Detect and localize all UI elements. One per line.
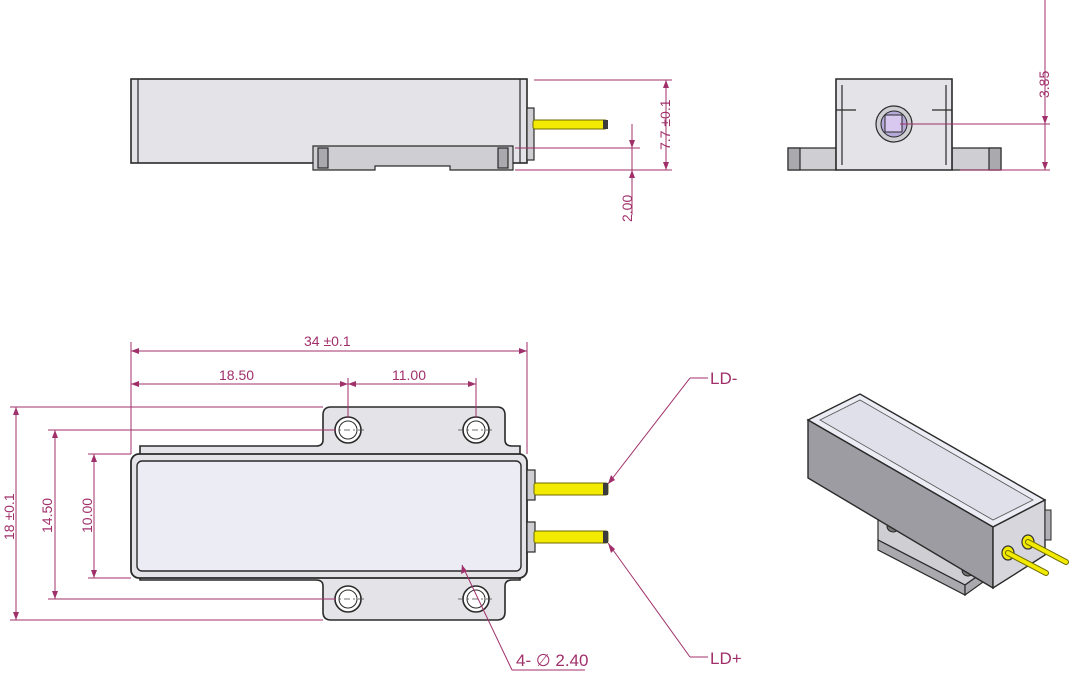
end-view: 3.85 <box>787 0 1052 171</box>
isometric-view <box>806 393 1069 597</box>
side-view-pin <box>532 119 608 130</box>
dim-hole-row-spacing: 14.50 <box>39 498 55 533</box>
top-view-pin-positive <box>533 530 609 544</box>
dim-flange-height: 2.00 <box>619 195 635 222</box>
lead-positive-label: LD+ <box>710 649 742 668</box>
iso-pin-positive <box>1006 551 1048 575</box>
iso-end-face <box>992 498 1046 590</box>
side-view: 7.7 ±0.1 2.00 <box>130 78 673 222</box>
dim-pin-height-end: 3.85 <box>1036 71 1052 98</box>
top-view: 34 ±0.1 18.50 11.00 18 ±0.1 14.50 10.00 <box>1 333 742 671</box>
top-view-pin-negative <box>533 482 609 496</box>
dim-overall-length: 34 ±0.1 <box>304 333 351 349</box>
dim-height-side: 7.7 ±0.1 <box>657 99 673 150</box>
top-view-lid <box>136 460 522 572</box>
dim-hole-spacing: 11.00 <box>392 367 426 383</box>
dim-body-width: 10.00 <box>79 498 95 533</box>
lead-negative-label: LD- <box>710 369 737 388</box>
dim-hole-offset: 18.50 <box>219 367 254 383</box>
side-view-flange <box>312 145 514 171</box>
hole-spec-label: 4- ∅ 2.40 <box>516 651 588 670</box>
dim-overall-width: 18 ±0.1 <box>1 493 17 540</box>
mounting-holes <box>330 416 494 613</box>
iso-pin-negative <box>1026 540 1068 564</box>
